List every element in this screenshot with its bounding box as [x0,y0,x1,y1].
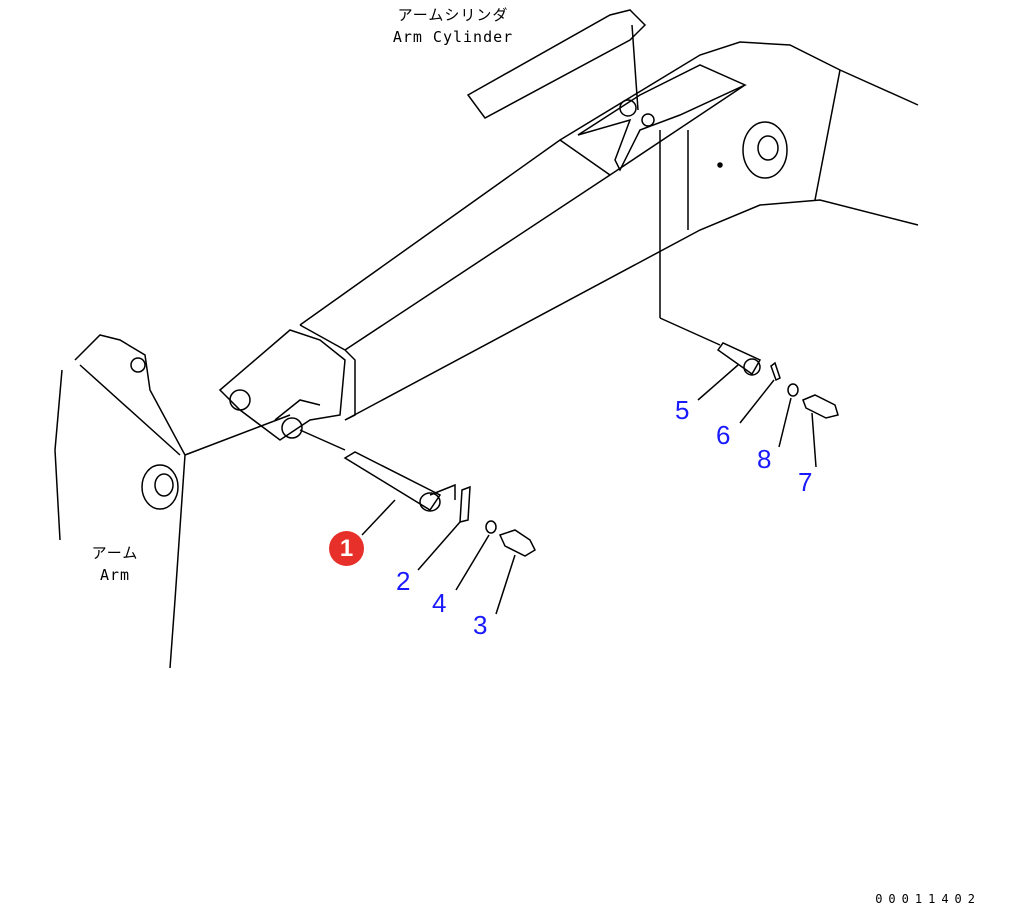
callout-5[interactable]: 5 [675,395,690,425]
arm-cylinder-label-jp: アームシリンダ [397,6,509,24]
drawing-code: 00011402 [875,892,981,906]
plate-2 [459,485,471,523]
callout-2[interactable]: 2 [396,566,411,596]
arm-cylinder-label-en: Arm Cylinder [392,28,514,46]
arm-label-en: Arm [99,566,131,584]
callout-1-highlighted[interactable]: 1 [329,531,364,566]
arm-cylinder-label: アームシリンダ Arm Cylinder [383,4,523,48]
arm-outline [74,334,186,669]
boom-top-edge [299,41,919,326]
pin-1 [343,451,442,512]
arm-label: アーム Arm [80,542,150,586]
callout-8[interactable]: 8 [757,444,772,474]
arm-label-jp: アーム [91,544,139,562]
arm-cylinder-body [466,9,647,119]
washer-4 [485,520,497,534]
plate-6 [770,361,781,382]
washer-8 [787,383,799,397]
callout-7[interactable]: 7 [798,467,813,497]
boom-bottom-edge [344,199,919,421]
pin-5 [716,342,762,376]
bolt-3 [498,529,536,557]
callout-4[interactable]: 4 [432,588,447,618]
bolt-7 [802,394,839,419]
callout-3[interactable]: 3 [473,610,488,640]
callout-6[interactable]: 6 [716,420,731,450]
